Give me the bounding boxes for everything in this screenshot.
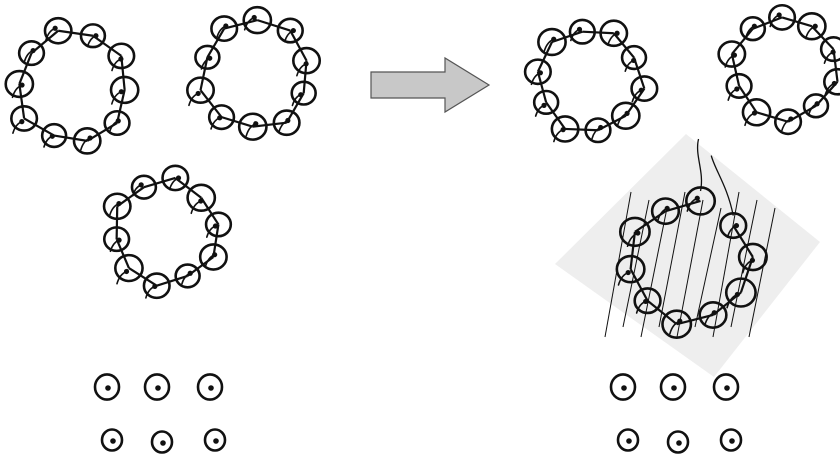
ring-top-left — [4, 16, 140, 155]
hatch-line — [694, 207, 722, 328]
bead — [102, 192, 132, 221]
bead — [276, 17, 304, 44]
bead — [767, 3, 797, 31]
bead — [237, 112, 268, 141]
hatch-line — [604, 191, 632, 338]
bead — [174, 263, 201, 289]
ring-opened-hatched — [604, 138, 776, 340]
bead — [532, 89, 560, 117]
bead — [130, 174, 158, 200]
bead — [537, 27, 567, 57]
bead — [10, 104, 39, 134]
bead — [198, 243, 228, 271]
bead — [584, 117, 612, 144]
hatch-line — [676, 199, 704, 338]
bead — [568, 18, 597, 45]
ring-center-left — [102, 164, 233, 300]
bead — [142, 272, 171, 300]
bead — [741, 98, 772, 127]
bead — [717, 40, 747, 68]
hatch-line — [658, 191, 686, 328]
bead — [186, 183, 217, 215]
bead — [292, 46, 322, 77]
single-bead — [666, 430, 690, 454]
single-bead — [659, 373, 687, 401]
bead — [204, 211, 233, 238]
single-bead — [196, 373, 224, 401]
bead — [43, 16, 73, 45]
bead — [4, 69, 35, 99]
bead — [661, 309, 693, 340]
bead — [523, 58, 552, 86]
bead — [796, 11, 827, 41]
bead — [633, 287, 662, 315]
bead — [630, 75, 659, 103]
bead — [737, 242, 768, 274]
ring-top-right-b — [717, 3, 840, 136]
bead — [739, 16, 767, 42]
bead — [79, 23, 107, 49]
ring-top-right-a — [523, 18, 659, 144]
bead — [242, 5, 273, 35]
hatch-line — [748, 207, 776, 338]
hatch-line — [712, 191, 740, 338]
single-bead — [93, 373, 121, 401]
free-strand — [710, 155, 734, 216]
single-bead — [616, 428, 640, 452]
bead — [109, 75, 140, 105]
bead — [620, 44, 648, 72]
bead — [72, 127, 102, 155]
ring-top-middle — [186, 5, 322, 141]
bead — [819, 36, 840, 65]
bead — [114, 253, 144, 285]
shaded-background — [555, 134, 820, 377]
bead — [599, 19, 629, 48]
single-bead — [712, 373, 740, 401]
bead — [725, 72, 753, 101]
bead — [102, 226, 131, 253]
single-bead — [100, 428, 124, 452]
bead — [194, 44, 221, 70]
bead — [802, 93, 830, 119]
bead — [610, 101, 641, 130]
bead — [40, 122, 68, 149]
single-bead — [150, 430, 174, 454]
bead — [774, 108, 803, 136]
bead — [550, 115, 580, 143]
single-bead-grid — [609, 373, 743, 454]
bead — [272, 109, 301, 137]
bead — [618, 216, 651, 248]
bead — [161, 164, 190, 192]
bead — [823, 67, 840, 97]
arrow-right-icon — [370, 56, 491, 114]
bead — [210, 15, 239, 43]
hatch-line — [730, 199, 758, 328]
bead — [186, 76, 216, 107]
single-bead-grid — [93, 373, 227, 454]
bead — [290, 80, 317, 107]
bead — [107, 42, 136, 72]
bead — [698, 301, 728, 329]
hatch-line — [622, 199, 650, 328]
bead — [17, 40, 46, 67]
bead — [103, 109, 131, 137]
bead — [207, 104, 236, 131]
single-bead — [719, 428, 743, 452]
single-bead — [143, 373, 171, 401]
single-bead — [203, 428, 227, 452]
single-bead — [609, 373, 637, 401]
free-strand — [696, 138, 703, 192]
hatch-line — [640, 207, 668, 338]
